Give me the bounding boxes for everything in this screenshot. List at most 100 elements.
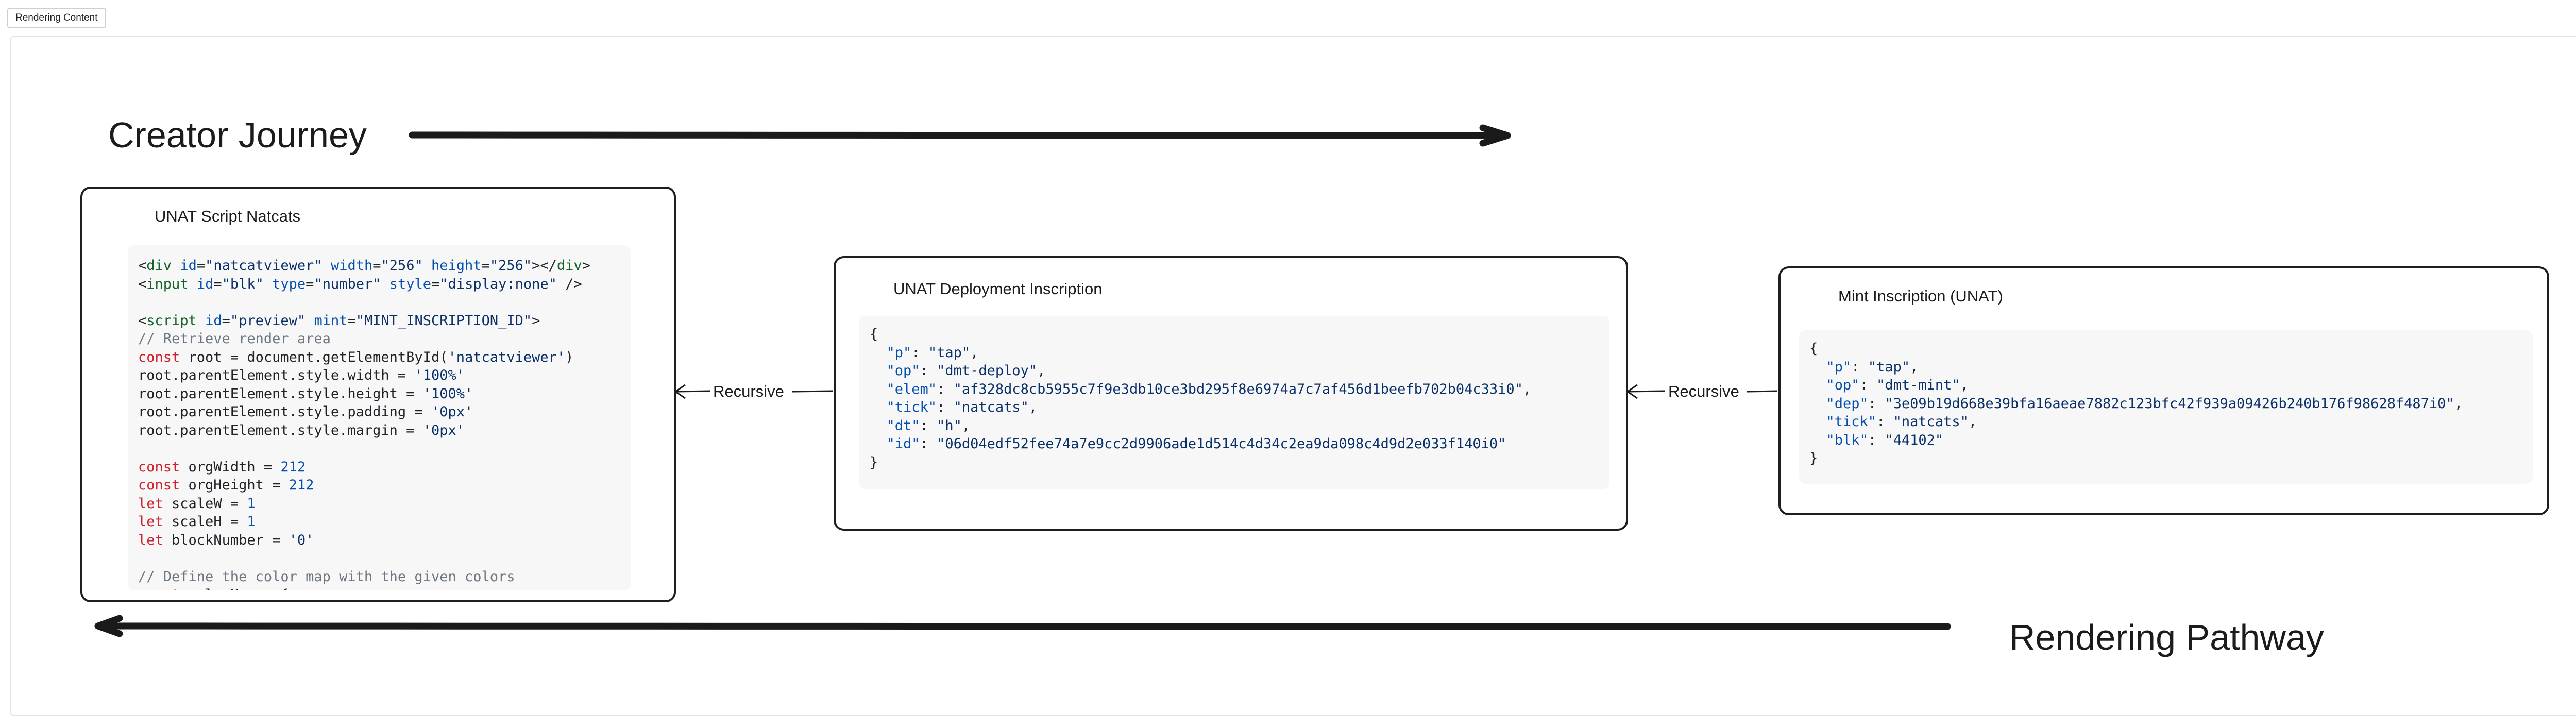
arrow-head-icon (1626, 384, 1638, 399)
code-token: root.parentElement.style.padding = (138, 404, 431, 420)
code-token: : (937, 399, 954, 415)
code-token: root.parentElement.style.margin = (138, 422, 423, 438)
code-line: const orgWidth = 212 (138, 458, 631, 477)
connector-line (675, 390, 710, 393)
code-token: let (138, 495, 163, 512)
code-token: "preview" (230, 312, 306, 329)
code-token: "tick" (886, 399, 937, 415)
code-token: ></ (532, 258, 557, 274)
code-token: , (1910, 359, 1919, 375)
code-token: } (1809, 450, 1818, 466)
code-token: "MINT_INSCRIPTION_ID" (355, 312, 532, 329)
card-title: Mint Inscription (UNAT) (1838, 287, 2003, 305)
code-token: , (961, 417, 971, 434)
code-token: = (347, 312, 356, 329)
code-token: '0px' (422, 422, 465, 438)
code-token: blockNumber = (163, 532, 289, 548)
code-token: "dmt-deploy" (937, 363, 1038, 379)
code-line: root.parentElement.style.margin = '0px' (138, 421, 631, 440)
code-token: scaleH = (163, 514, 247, 530)
code-token: orgHeight = (180, 477, 289, 493)
code-line: "blk": "44102" (1809, 431, 2533, 450)
code-token: /> (556, 276, 582, 292)
code-token: orgWidth = (180, 459, 281, 475)
code-token: , (1028, 399, 1038, 415)
code-token: input (146, 276, 189, 292)
code-token: { (870, 326, 878, 342)
code-token: "display:none" (439, 276, 557, 292)
code-token: "p" (1826, 359, 1852, 375)
arrow-head-icon (94, 615, 123, 637)
code-line: "dt": "h", (870, 417, 1609, 435)
code-line: let blockNumber = '0' (138, 531, 631, 550)
code-token: root.parentElement.style.height = (138, 385, 423, 402)
code-line: "elem": "af328dc8cb5955c7f9e3db10ce3bd29… (870, 380, 1609, 399)
connector-line (792, 390, 833, 393)
code-token: "44102" (1885, 432, 1944, 448)
code-token: style (389, 276, 432, 292)
code-token: ) (565, 349, 574, 365)
code-line: "p": "tap", (1809, 358, 2533, 377)
rendering-content-button[interactable]: Rendering Content (7, 8, 106, 28)
code-token: : (1876, 414, 1893, 430)
code-line: { (870, 325, 1609, 344)
code-token: 212 (289, 477, 314, 493)
code-block: { "p": "tap", "op": "dmt-deploy", "elem"… (859, 316, 1609, 489)
code-token: mint (314, 312, 348, 329)
code-token: = (196, 258, 206, 274)
code-token: "natcats" (953, 399, 1029, 415)
code-token: > (532, 312, 540, 329)
code-token: const (138, 587, 180, 590)
code-token: div (146, 258, 172, 274)
code-token: // Define the color map with the given c… (138, 568, 515, 585)
code-token: type (272, 276, 306, 292)
code-token: 212 (280, 459, 306, 475)
code-token: = (306, 276, 314, 292)
rendering-pathway-heading: Rendering Pathway (2009, 617, 2324, 657)
code-line: const root = document.getElementById('na… (138, 348, 631, 367)
code-token: div (556, 258, 582, 274)
arrow-head-icon (674, 384, 686, 399)
unat-script-card[interactable]: UNAT Script Natcats <div id="natcatviewe… (80, 187, 676, 602)
code-token: script (146, 312, 197, 329)
rendering-pathway-arrow (102, 622, 1951, 630)
code-token: "256" (489, 258, 532, 274)
code-token: '0' (289, 532, 314, 548)
code-line: // Retrieve render area (138, 330, 631, 348)
code-token: "3e09b19d668e39bfa16aeae7882c123bfc42f93… (1885, 395, 2454, 412)
code-line: "tick": "natcats", (1809, 413, 2533, 431)
code-line: } (1809, 449, 2533, 468)
code-token: : (920, 417, 937, 434)
code-line: root.parentElement.style.padding = '0px' (138, 403, 631, 421)
code-line: "op": "dmt-mint", (1809, 376, 2533, 395)
code-token: = (222, 312, 230, 329)
code-token: "dmt-mint" (1876, 377, 1960, 393)
code-line: root.parentElement.style.width = '100%' (138, 366, 631, 385)
code-line: "dep": "3e09b19d668e39bfa16aeae7882c123b… (1809, 395, 2533, 413)
code-token: , (970, 344, 979, 361)
code-token: : (911, 344, 928, 361)
code-token: = (372, 258, 381, 274)
mint-inscription-card[interactable]: Mint Inscription (UNAT) { "p": "tap", "o… (1778, 266, 2549, 515)
code-token: let (138, 514, 163, 530)
code-token: const (138, 349, 180, 365)
code-token: "dt" (886, 417, 920, 434)
code-token: root = document.getElementById( (180, 349, 448, 365)
code-token: "h" (937, 417, 962, 434)
code-token: "tap" (1868, 359, 1910, 375)
code-token: "256" (381, 258, 423, 274)
diagram-canvas: Creator Journey Rendering Pathway UNAT S… (10, 36, 2576, 716)
code-line: const orgHeight = 212 (138, 476, 631, 495)
deployment-inscription-card[interactable]: UNAT Deployment Inscription { "p": "tap"… (834, 256, 1628, 531)
code-token: , (2454, 395, 2463, 412)
code-token: scaleW = (163, 495, 247, 512)
code-line: { (1809, 340, 2533, 358)
code-token: { (1809, 341, 1818, 357)
code-token: 1 (247, 514, 256, 530)
creator-journey-heading: Creator Journey (108, 115, 367, 155)
code-token: "blk" (222, 276, 264, 292)
code-block: <div id="natcatviewer" width="256" heigh… (128, 245, 631, 590)
code-line: } (870, 453, 1609, 472)
code-token: 'natcatviewer' (448, 349, 566, 365)
recursive-label: Recursive (712, 381, 785, 402)
